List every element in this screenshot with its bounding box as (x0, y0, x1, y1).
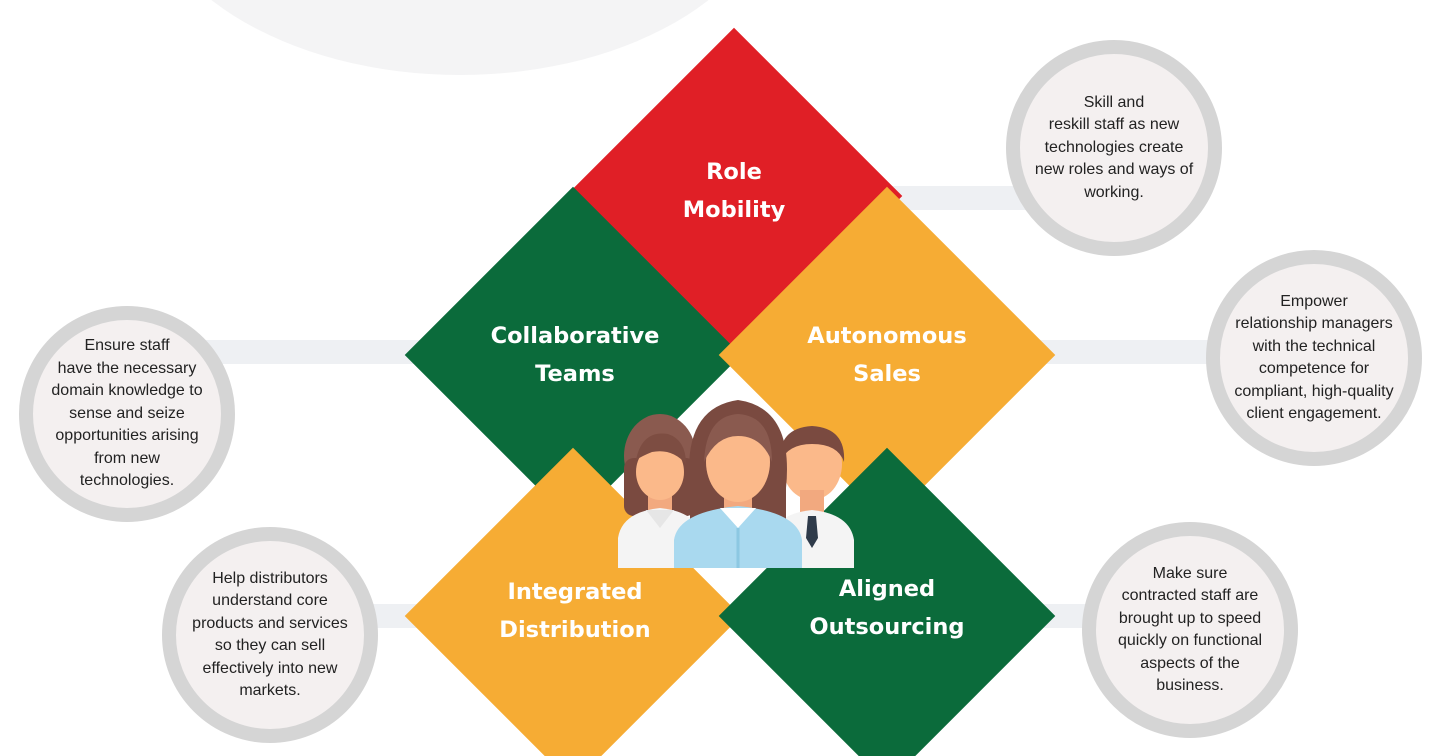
description-line: sense and seize (69, 404, 185, 422)
description-line: domain knowledge to (51, 382, 203, 400)
description-autonomous-sales: Empower relationship managers with the tec… (1234, 291, 1393, 426)
description-role-mobility: Skill and reskill staff as new technologie… (1035, 92, 1193, 205)
description-collaborative-teams: Ensure staff have the necessary domain kno… (51, 335, 202, 493)
description-line: understand core (212, 592, 328, 609)
autonomous-sales-line2: Sales (853, 361, 921, 387)
role-mobility-line1: Role (706, 159, 762, 185)
description-line: Empower (1280, 292, 1348, 310)
label-collaborative-teams: Collaborative Teams (455, 317, 695, 393)
description-line: client engagement. (1246, 405, 1382, 422)
description-line: brought up to speed (1118, 609, 1262, 627)
description-line: markets. (239, 682, 301, 699)
aligned-outsourcing-line2: Outsourcing (809, 614, 965, 640)
team-people-icon (618, 400, 854, 568)
circle-aligned-outsourcing: Make sure contracted staff are brought up … (1082, 522, 1298, 738)
description-line: opportunities arising (55, 427, 199, 445)
label-aligned-outsourcing: Aligned Outsourcing (767, 570, 1007, 646)
description-line: quickly on functional (1117, 632, 1263, 649)
role-mobility-line2: Mobility (682, 197, 786, 223)
description-line: have the necessary (57, 359, 197, 377)
description-line: reskill staff as new (1048, 116, 1180, 134)
collaborative-teams-line1: Collaborative (490, 323, 660, 349)
description-line: Help distributors (212, 569, 328, 587)
description-line: from new (94, 449, 160, 467)
description-line: technologies. (79, 472, 175, 490)
description-line: effectively into new (202, 659, 338, 677)
description-line: competence for (1258, 360, 1370, 377)
person-center-icon (674, 400, 802, 568)
description-line: relationship managers (1235, 315, 1393, 332)
circle-autonomous-sales: Empower relationship managers with the tec… (1206, 250, 1422, 466)
autonomous-sales-line1: Autonomous (807, 323, 967, 349)
description-line: technologies create (1044, 138, 1184, 156)
description-line: so they can sell (214, 637, 326, 654)
integrated-distribution-line1: Integrated (507, 579, 643, 605)
description-line: new roles and ways of (1034, 161, 1194, 179)
integrated-distribution-line2: Distribution (499, 617, 651, 643)
description-integrated-distribution: Help distributors understand core products… (192, 568, 348, 703)
description-line: Skill and (1083, 93, 1145, 111)
circle-role-mobility: Skill and reskill staff as new technologie… (1006, 40, 1222, 256)
description-line: aspects of the (1140, 654, 1240, 672)
label-autonomous-sales: Autonomous Sales (767, 317, 1007, 393)
aligned-outsourcing-line1: Aligned (838, 576, 936, 602)
description-line: business. (1156, 677, 1224, 694)
description-aligned-outsourcing: Make sure contracted staff are brought up … (1118, 563, 1262, 698)
background-shape (140, 0, 780, 75)
description-line: contracted staff are (1121, 587, 1259, 604)
description-line: with the technical (1252, 337, 1376, 355)
description-line: Make sure (1152, 564, 1228, 582)
circle-collaborative-teams: Ensure staff have the necessary domain kno… (19, 306, 235, 522)
description-line: Ensure staff (84, 337, 170, 355)
description-line: working. (1084, 183, 1144, 201)
label-role-mobility: Role Mobility (614, 153, 854, 229)
description-line: compliant, high-quality (1234, 382, 1394, 400)
person-left-icon (618, 414, 702, 568)
collaborative-teams-line2: Teams (535, 361, 615, 387)
description-line: products and services (192, 614, 348, 632)
circle-integrated-distribution: Help distributors understand core products… (162, 527, 378, 743)
label-integrated-distribution: Integrated Distribution (455, 573, 695, 649)
